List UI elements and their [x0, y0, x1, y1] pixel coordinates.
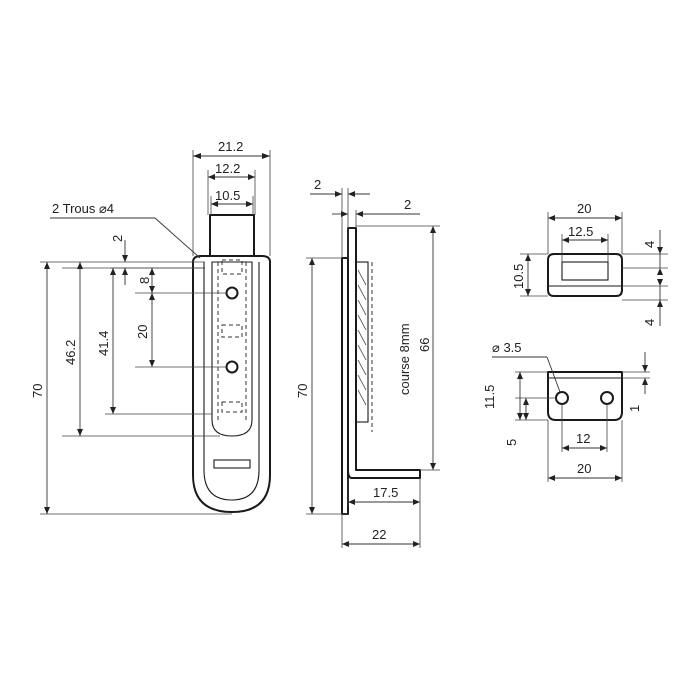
dim-keeper-height-115: 11.5 — [482, 385, 497, 409]
note-stroke: course 8mm — [397, 323, 412, 395]
dim-keeper-offset-1: 1 — [627, 405, 642, 412]
dim-offset-top: 2 — [110, 235, 125, 242]
dim-slot-outer: 12.2 — [215, 161, 240, 176]
keeper-top-outline — [547, 253, 623, 297]
note-keeper-hole-dia: ⌀ 3.5 — [492, 340, 522, 355]
mounting-hole-upper — [225, 286, 239, 300]
dim-height-46: 46.2 — [63, 340, 78, 365]
dim-depth-175: 17.5 — [373, 485, 398, 500]
dim-keeper-width-125: 12.5 — [568, 224, 593, 239]
dim-depth-22: 22 — [372, 527, 386, 542]
mounting-hole-lower — [225, 360, 239, 374]
dim-keeper-offset-5: 5 — [504, 439, 519, 446]
dim-keeper-width-20: 20 — [577, 201, 591, 216]
side-spring — [357, 269, 367, 406]
dim-thickness-top: 2 — [314, 177, 321, 192]
latch-top-tab — [209, 214, 255, 257]
dim-thickness-plate: 2 — [404, 197, 411, 212]
keeper-top-view: 20 12.5 10.5 4 4 — [511, 201, 668, 326]
side-hook — [347, 227, 421, 479]
dim-keeper-front-width-20: 20 — [577, 461, 591, 476]
dim-keeper-height-105: 10.5 — [511, 264, 526, 289]
latch-mechanism-plate — [211, 261, 253, 437]
hidden-slot — [221, 259, 243, 275]
side-view: 2 2 70 66 course 8mm 17.5 22 — [295, 177, 440, 548]
keeper-hole-right — [600, 391, 614, 405]
keeper-front-outline — [547, 371, 623, 421]
dim-side-height: 70 — [295, 384, 310, 398]
latch-inner-loop — [203, 262, 260, 501]
hook-slot — [213, 459, 251, 469]
dim-hole-offset: 8 — [137, 277, 152, 284]
keeper-front-view: ⌀ 3.5 11.5 5 1 12 20 — [482, 340, 650, 482]
keeper-top-slot — [561, 261, 609, 281]
note-holes: 2 Trous ⌀4 — [52, 201, 114, 216]
front-view: 21.2 12.2 10.5 2 Trous ⌀4 2 8 20 41.4 — [30, 139, 271, 515]
hidden-slot — [221, 324, 243, 338]
keeper-hole-left — [555, 391, 569, 405]
dim-hole-spacing: 20 — [135, 325, 150, 339]
side-spring-housing — [355, 261, 369, 423]
dim-height-total: 70 — [30, 384, 45, 398]
dim-keeper-offset-4-top: 4 — [642, 241, 657, 248]
dim-width-total: 21.2 — [218, 139, 243, 154]
dim-keeper-offset-4-bottom: 4 — [642, 319, 657, 326]
dim-keeper-hole-spacing: 12 — [576, 431, 590, 446]
dim-side-66: 66 — [417, 338, 432, 352]
dim-slot-inner: 10.5 — [215, 188, 240, 203]
dim-height-41: 41.4 — [96, 331, 111, 356]
hidden-slot — [221, 401, 243, 413]
